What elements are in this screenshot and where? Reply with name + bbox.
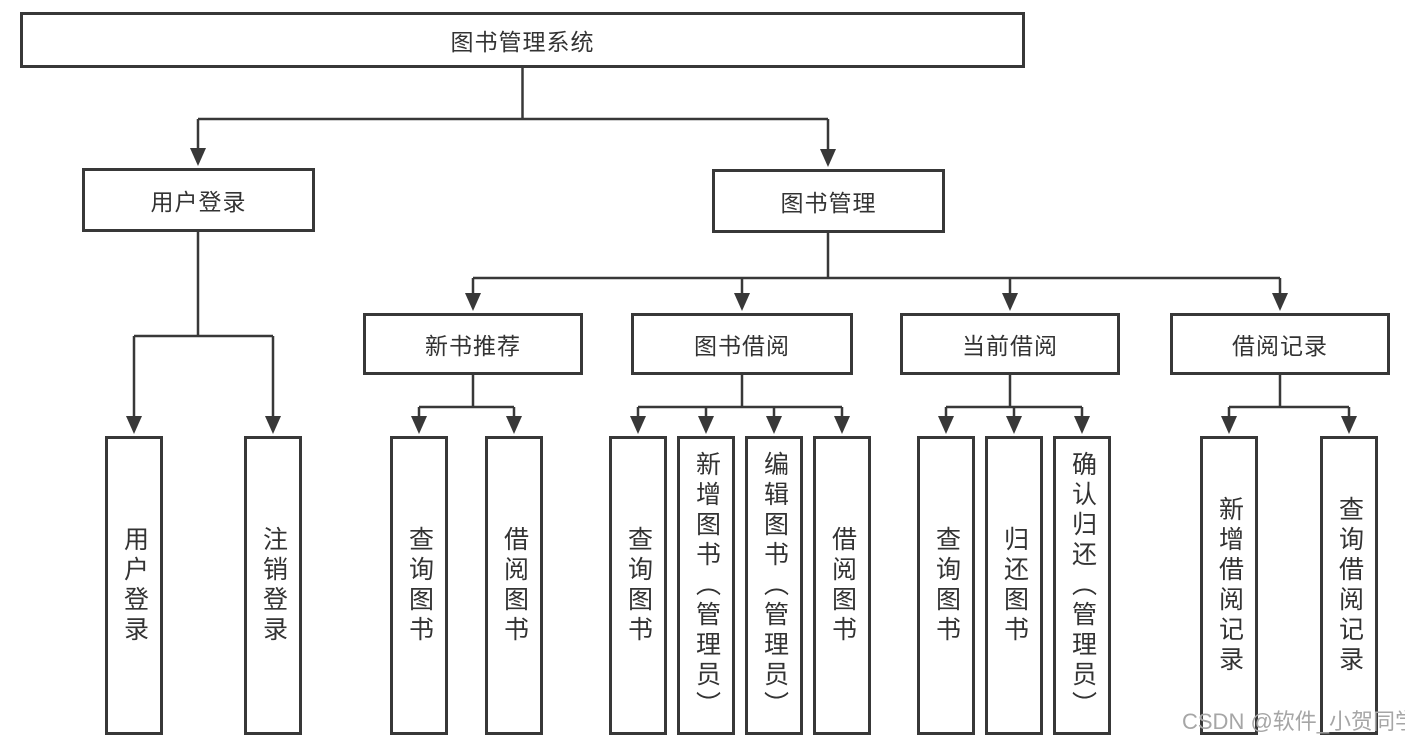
leaf-nb-query-books: 查询图书 <box>390 436 448 735</box>
leaf-br-add-record: 新增借阅记录 <box>1200 436 1258 735</box>
arrowhead <box>465 293 481 311</box>
node-user-login: 用户登录 <box>82 168 315 232</box>
arrowhead <box>411 416 427 434</box>
leaf-bb-query-books-label: 查询图书 <box>624 525 653 646</box>
node-new-book-recommend: 新书推荐 <box>363 313 583 375</box>
leaf-nb-borrow-books-label: 借阅图书 <box>500 525 529 646</box>
arrowhead <box>1002 293 1018 311</box>
arrowhead <box>506 416 522 434</box>
leaf-cb-confirm-return: 确认归还（管理员） <box>1053 436 1111 735</box>
node-user-login-label: 用户登录 <box>150 189 247 215</box>
node-book-management-label: 图书管理 <box>780 190 877 216</box>
arrowhead <box>1006 416 1022 434</box>
leaf-bb-query-books: 查询图书 <box>609 436 667 735</box>
leaf-br-add-record-label: 新增借阅记录 <box>1215 495 1244 676</box>
leaf-bb-edit-books: 编辑图书（管理员） <box>745 436 803 735</box>
arrowheads <box>126 148 1357 434</box>
arrowhead <box>1272 293 1288 311</box>
arrowhead <box>190 148 206 166</box>
leaf-cb-query-books-label: 查询图书 <box>932 525 961 646</box>
node-borrowing-records-label: 借阅记录 <box>1232 333 1328 359</box>
node-current-borrowing-label: 当前借阅 <box>962 333 1058 359</box>
arrowhead <box>1341 416 1357 434</box>
leaf-bb-borrow-books: 借阅图书 <box>813 436 871 735</box>
leaf-logout: 注销登录 <box>244 436 302 735</box>
node-borrowing-records: 借阅记录 <box>1170 313 1390 375</box>
leaf-cb-return-books-label: 归还图书 <box>1000 525 1029 646</box>
node-root: 图书管理系统 <box>20 12 1025 68</box>
leaf-bb-add-books: 新增图书（管理员） <box>677 436 735 735</box>
leaf-cb-return-books: 归还图书 <box>985 436 1043 735</box>
leaf-bb-edit-books-label: 编辑图书（管理员） <box>760 450 789 721</box>
node-book-borrowing: 图书借阅 <box>631 313 853 375</box>
node-new-book-recommend-label: 新书推荐 <box>425 333 521 359</box>
arrowhead <box>630 416 646 434</box>
arrowhead <box>766 416 782 434</box>
leaf-cb-confirm-return-label: 确认归还（管理员） <box>1068 450 1097 721</box>
arrowhead <box>1074 416 1090 434</box>
arrowhead <box>834 416 850 434</box>
arrowhead <box>734 293 750 311</box>
leaf-br-query-record-label: 查询借阅记录 <box>1335 495 1364 676</box>
arrowhead <box>265 416 281 434</box>
connector-paths <box>132 68 1351 418</box>
arrowhead <box>1221 416 1237 434</box>
node-root-label: 图书管理系统 <box>450 29 595 55</box>
leaf-nb-borrow-books: 借阅图书 <box>485 436 543 735</box>
arrowhead <box>938 416 954 434</box>
leaf-cb-query-books: 查询图书 <box>917 436 975 735</box>
arrowhead <box>698 416 714 434</box>
leaf-bb-add-books-label: 新增图书（管理员） <box>692 450 721 721</box>
leaf-logout-label: 注销登录 <box>259 525 288 646</box>
leaf-br-query-record: 查询借阅记录 <box>1320 436 1378 735</box>
arrowhead <box>126 416 142 434</box>
leaf-user-login-label: 用户登录 <box>120 525 149 646</box>
leaf-user-login: 用户登录 <box>105 436 163 735</box>
node-book-borrowing-label: 图书借阅 <box>694 333 790 359</box>
leaf-nb-query-books-label: 查询图书 <box>405 525 434 646</box>
leaf-bb-borrow-books-label: 借阅图书 <box>828 525 857 646</box>
node-current-borrowing: 当前借阅 <box>900 313 1120 375</box>
arrowhead <box>820 149 836 167</box>
node-book-management: 图书管理 <box>712 169 945 233</box>
